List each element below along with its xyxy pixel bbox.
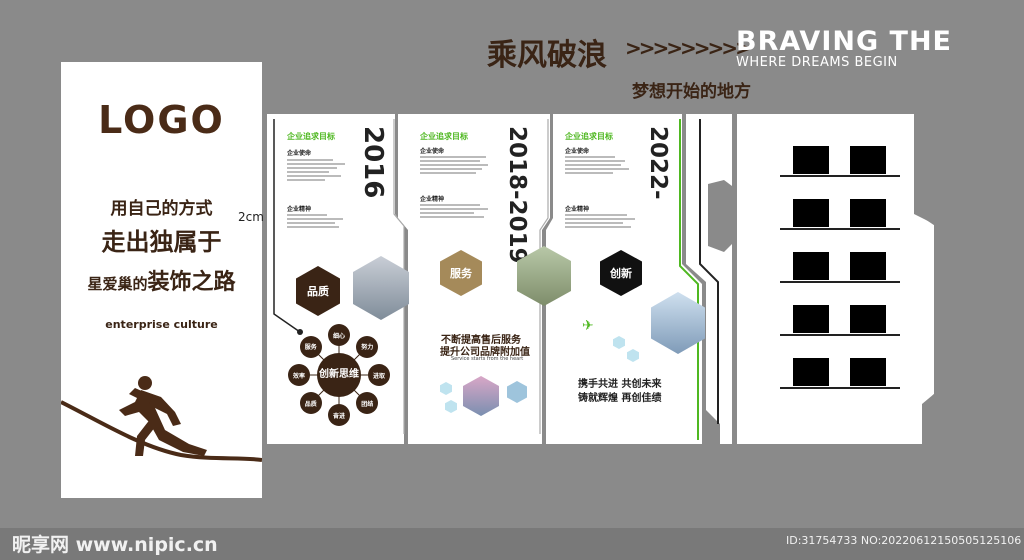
- text-lines-2018a: [420, 154, 490, 176]
- shelf-line: [780, 387, 900, 389]
- slogan-line-3b: 装饰之路: [147, 269, 236, 295]
- left-panel: LOGO 用自己的方式 走出独属于 星爱巢的装饰之路 enterprise cu…: [61, 62, 262, 498]
- chevron-arrows-icon: >>>>>>>>>: [625, 36, 752, 60]
- goal-title-2016: 企业追求目标: [287, 132, 335, 141]
- slogan-line-2: 走出独属于: [101, 227, 222, 256]
- mindmap-node: 细心: [328, 324, 350, 346]
- year-2018-2019: 2018-2019: [504, 126, 530, 264]
- future-line-2: 铸就辉煌 再创佳绩: [578, 393, 662, 404]
- footer-bar: [0, 528, 1024, 560]
- mindmap-node: 团结: [356, 392, 379, 415]
- hex-deco-3: [613, 336, 625, 349]
- office-building-photo: [651, 292, 705, 354]
- text-lines-2022a: [565, 154, 635, 176]
- mindmap-center: 创新思维: [317, 353, 361, 397]
- header-subtitle-en: WHERE DREAMS BEGIN: [736, 55, 898, 70]
- slogan-line-1: 用自己的方式: [110, 199, 213, 219]
- badge-quality: 品质: [296, 266, 340, 316]
- bird-icon: ✈: [582, 318, 594, 334]
- service-line-2: 提升公司品牌附加值: [440, 347, 530, 358]
- hex-deco-1: [440, 382, 452, 395]
- hill-line: [61, 400, 262, 462]
- runner-illustration: [61, 376, 262, 462]
- text-lines-2016a: [287, 157, 347, 183]
- building-photo: [517, 246, 571, 306]
- photo-frame: [850, 305, 886, 333]
- enterprise-culture-label: enterprise culture: [105, 318, 218, 331]
- slogan-line-3a: 星爱巢的: [87, 275, 148, 293]
- header-slogan-cn: 梦想开始的地方: [632, 82, 751, 102]
- mission-label-2018: 企业使命: [420, 148, 445, 155]
- mindmap-node: 服务: [299, 335, 322, 358]
- mission-label-2022: 企业使命: [565, 148, 590, 155]
- text-lines-2016b: [287, 212, 347, 230]
- goal-title-2018: 企业追求目标: [420, 132, 468, 141]
- mindmap-node: 努力: [356, 335, 379, 358]
- photo-frame: [793, 358, 829, 386]
- slogan-line-3: 星爱巢的装饰之路: [61, 264, 262, 296]
- watermark: 昵享网 www.nipic.cn: [12, 534, 218, 556]
- photo-frame: [793, 305, 829, 333]
- shelf-line: [780, 228, 900, 230]
- spirit-label-2016: 企业精神: [287, 206, 312, 213]
- hex-photo-small: [507, 381, 527, 403]
- goal-title-2022: 企业追求目标: [565, 132, 613, 141]
- panel-right: [737, 114, 934, 444]
- photo-frame: [850, 358, 886, 386]
- mindmap-node: 进取: [368, 364, 390, 386]
- mindmap-node: 奋进: [328, 404, 350, 426]
- spirit-label-2022: 企业精神: [565, 206, 590, 213]
- service-en: Service starts from the heart: [451, 356, 524, 362]
- header-title-en: BRAVING THE: [736, 26, 952, 57]
- photo-frame: [850, 252, 886, 280]
- runner-icon: [119, 376, 207, 456]
- mindmap-node: 品质: [299, 392, 322, 415]
- logo: LOGO: [98, 98, 225, 142]
- future-line-1: 携手共进 共创未来: [578, 379, 662, 390]
- shelf-line: [780, 281, 900, 283]
- hex-deco-2: [445, 400, 457, 413]
- text-lines-2018b: [420, 202, 490, 220]
- year-2022: 2022-: [645, 126, 671, 200]
- hex-deco-4: [627, 349, 639, 362]
- spirit-label-2018: 企业精神: [420, 196, 445, 203]
- dimension-note: 2cm: [238, 210, 264, 224]
- header-title-cn: 乘风破浪: [487, 38, 607, 73]
- mindmap-node: 效率: [288, 364, 310, 386]
- service-line-1: 不断提高售后服务: [441, 335, 521, 346]
- shelf-line: [780, 175, 900, 177]
- connector-notch: [708, 180, 732, 252]
- photo-frame: [793, 146, 829, 174]
- image-id: ID:31754733 NO:20220612150505125106: [786, 534, 1022, 547]
- text-lines-2022b: [565, 212, 635, 230]
- photo-frame: [793, 199, 829, 227]
- mission-label-2016: 企业使命: [287, 150, 312, 157]
- year-2016: 2016: [358, 126, 388, 199]
- shelf-line: [780, 334, 900, 336]
- photo-frame: [793, 252, 829, 280]
- photo-frame: [850, 146, 886, 174]
- photo-frame: [850, 199, 886, 227]
